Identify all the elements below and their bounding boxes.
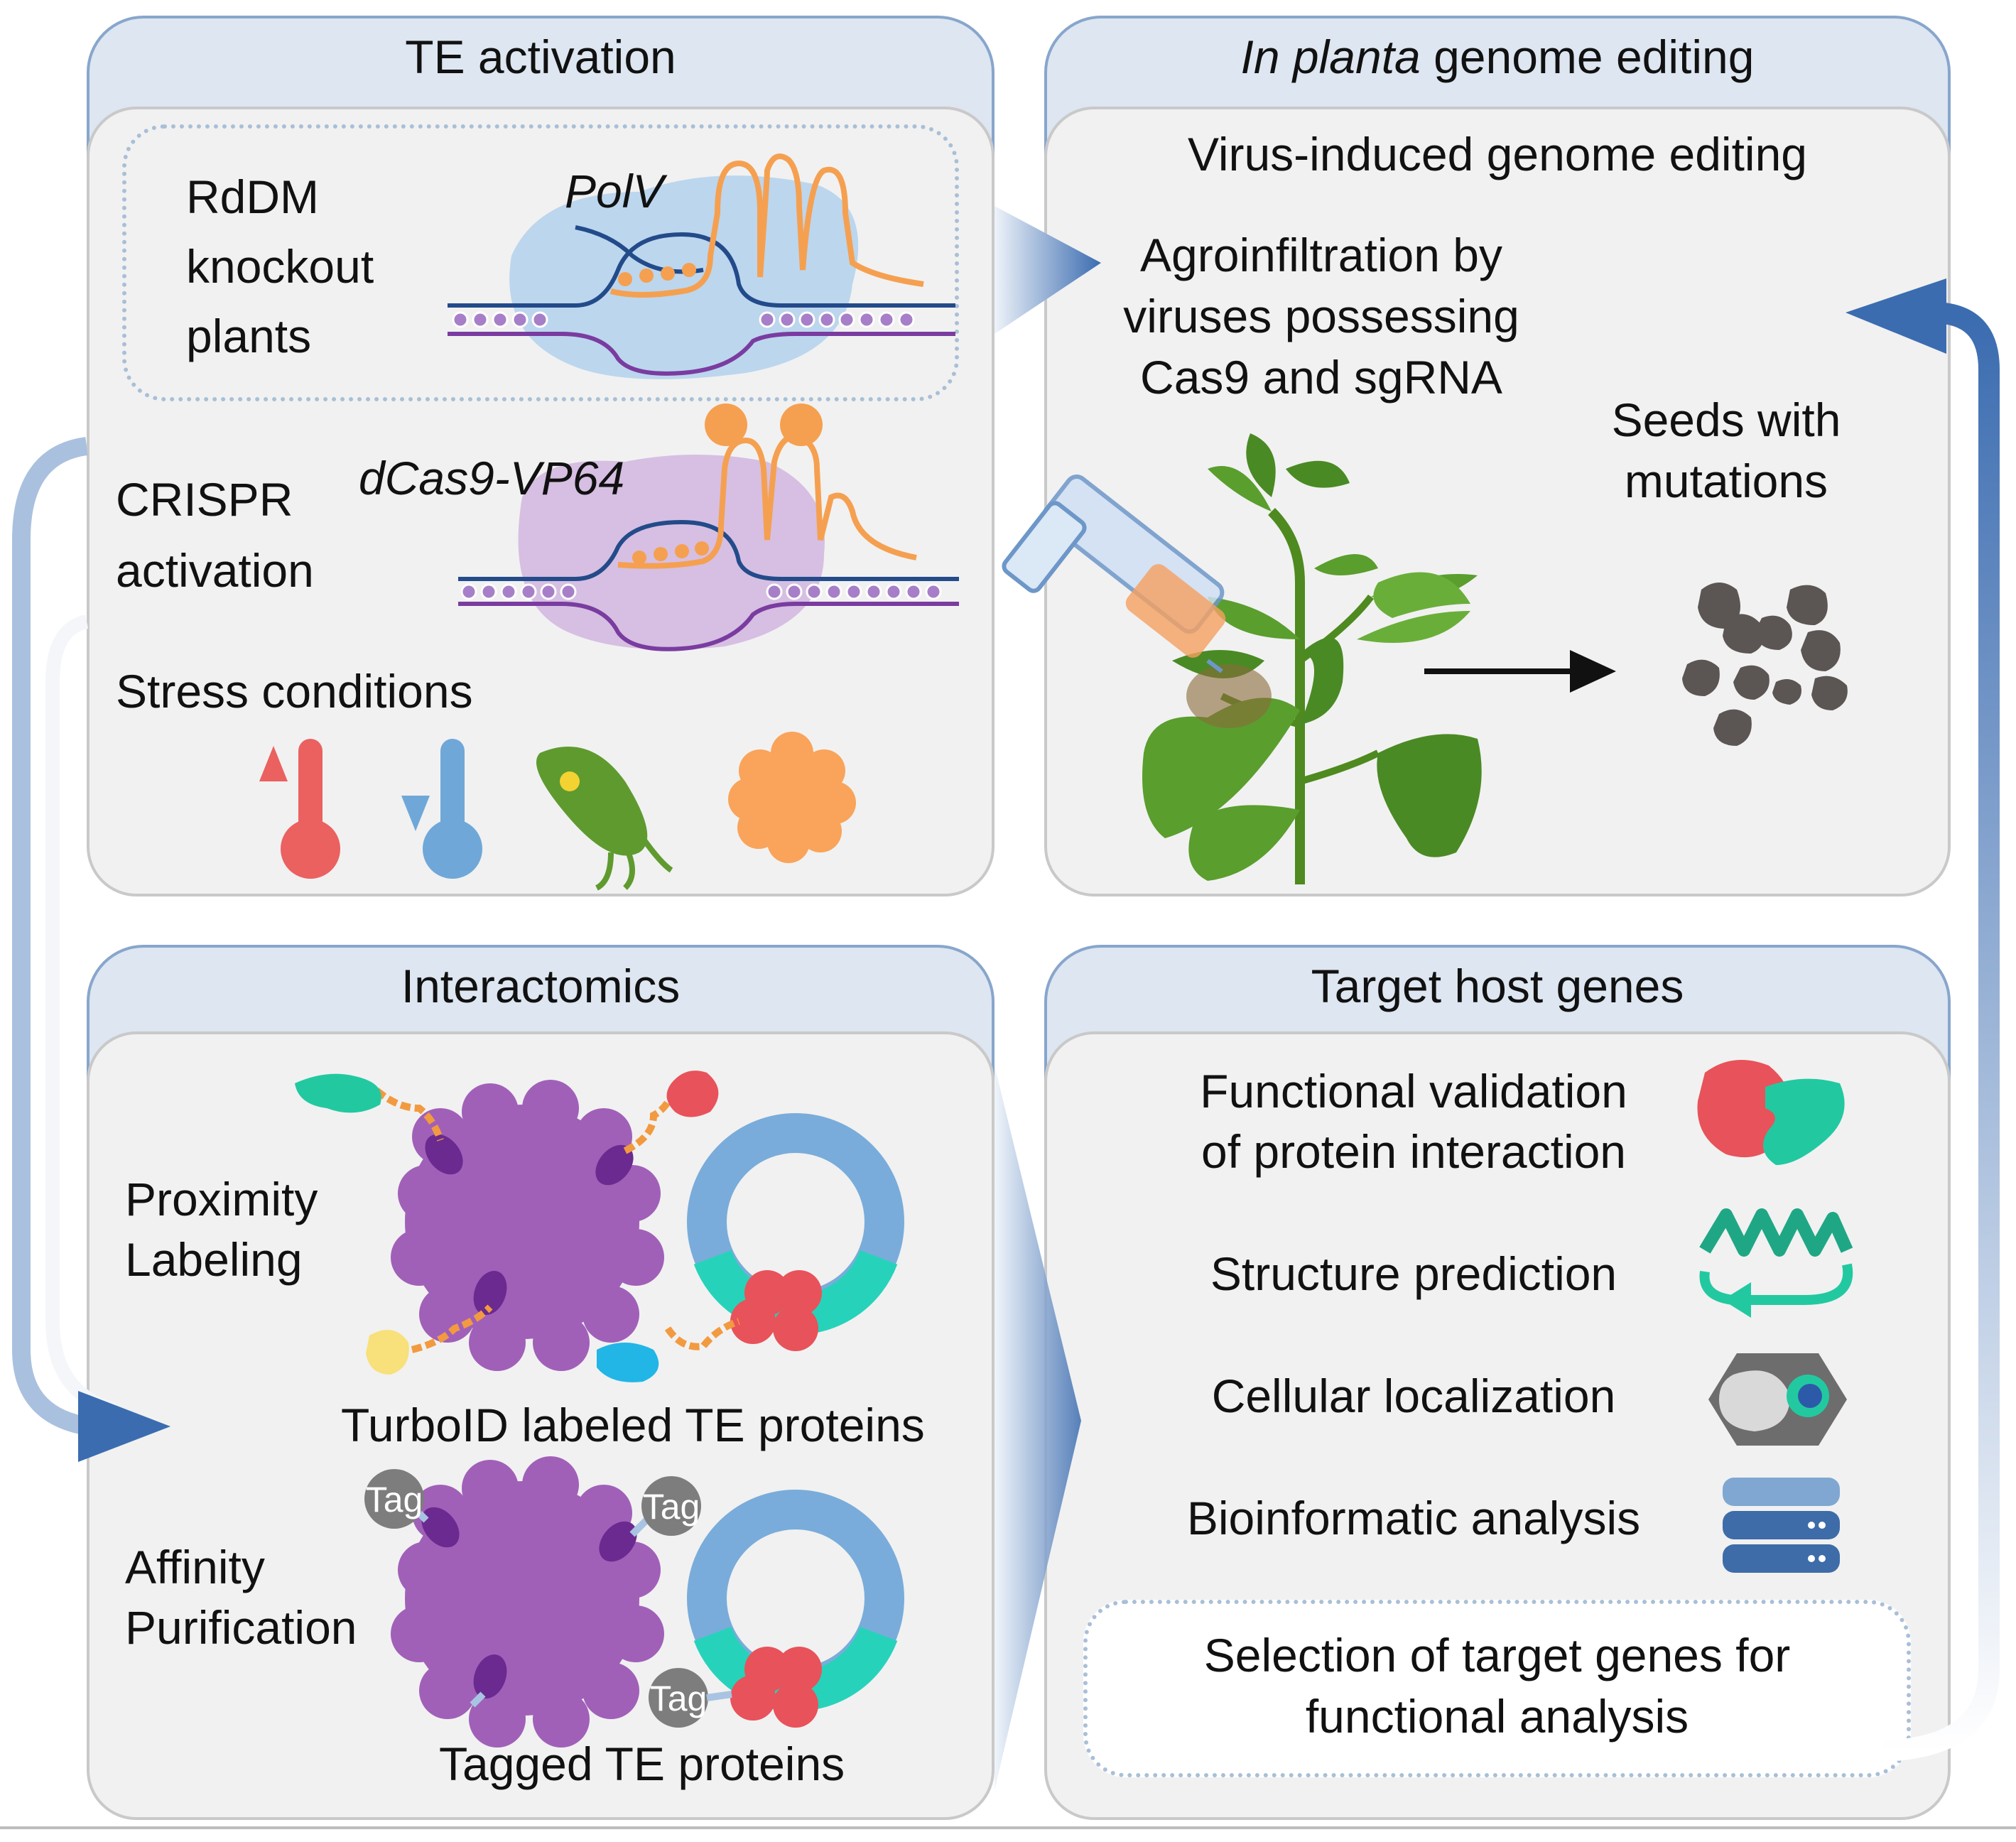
proximity-complex-illustration [295, 1071, 719, 1375]
heat-thermometer-icon [259, 739, 340, 879]
turboid-label: TurboID labeled TE proteins [341, 1399, 925, 1451]
wedge-arrow-middle [995, 1066, 1081, 1790]
target-item-4: Bioinformatic analysis [1186, 1492, 1641, 1544]
tag-label-3: Tag [649, 1679, 708, 1718]
genome-editing-title: In planta genome editing [1044, 30, 1951, 84]
selection-box [1083, 1600, 1911, 1777]
crispr-label-line2: activation [116, 544, 314, 597]
rddm-box [122, 124, 959, 401]
dcas9-illustration [458, 403, 959, 651]
wedge-arrow-top [995, 206, 1101, 334]
agro-label-line3: Cas9 and sgRNA [1140, 351, 1502, 403]
genome-editing-title-italic: In planta [1240, 31, 1421, 83]
stress-label: Stress conditions [116, 665, 473, 717]
protein-interaction-icon [1697, 1060, 1845, 1165]
bacterium-icon [536, 747, 673, 891]
left-flow-arrow [12, 437, 170, 1462]
target-genes-title: Target host genes [1311, 960, 1684, 1012]
polv-illustration [448, 153, 955, 379]
seeds-label-line1: Seeds with [1611, 394, 1841, 446]
genome-editing-subtitle: Virus-induced genome editing [1187, 128, 1808, 180]
tag-label-1: Tag [365, 1480, 423, 1519]
agro-label-line2: viruses possessing [1123, 290, 1519, 342]
rddm-label-line2: knockout [186, 240, 374, 293]
affinity-label-line2: Purification [125, 1601, 357, 1654]
tag-label-2: Tag [642, 1487, 700, 1527]
crispr-label-line1: CRISPR [116, 473, 293, 526]
plant-illustration [1142, 433, 1482, 884]
affinity-complex-illustration [364, 1456, 708, 1748]
proximity-label-line1: Proximity [125, 1173, 318, 1225]
target-item-1-line1: Functional validation [1200, 1065, 1627, 1117]
rddm-label-line3: plants [186, 310, 312, 362]
cold-thermometer-icon [401, 739, 482, 879]
database-icon [1723, 1478, 1840, 1573]
cell-icon [1708, 1353, 1847, 1446]
fungus-icon [728, 732, 856, 863]
plant-to-seeds-arrow [1424, 650, 1616, 693]
right-flow-arrow [1846, 278, 2000, 1762]
seeds-icon [1682, 583, 1848, 746]
target-item-2: Structure prediction [1210, 1247, 1617, 1300]
selection-label-line1: Selection of target genes for [1203, 1629, 1791, 1681]
seeds-label-line2: mutations [1624, 455, 1828, 507]
target-item-1-line2: of protein interaction [1201, 1125, 1627, 1178]
dcas9-label: dCas9-VP64 [359, 452, 625, 504]
tagged-label: Tagged TE proteins [439, 1738, 845, 1790]
proximity-label-line2: Labeling [125, 1233, 303, 1286]
te-activation-title: TE activation [405, 31, 676, 83]
syringe-icon [1002, 475, 1226, 673]
rddm-label-line1: RdDM [186, 170, 320, 223]
genome-editing-title-rest: genome editing [1420, 31, 1755, 83]
te-protein-ring-1 [597, 1113, 904, 1382]
selection-label-line2: functional analysis [1305, 1690, 1689, 1743]
polv-label: PolV [565, 165, 664, 217]
agro-label-line1: Agroinfiltration by [1140, 229, 1502, 281]
protein-structure-icon [1699, 1208, 1853, 1318]
target-item-3: Cellular localization [1211, 1370, 1616, 1422]
te-protein-ring-2 [687, 1490, 904, 1728]
affinity-label-line1: Affinity [125, 1541, 265, 1593]
interactomics-title: Interactomics [401, 960, 681, 1012]
